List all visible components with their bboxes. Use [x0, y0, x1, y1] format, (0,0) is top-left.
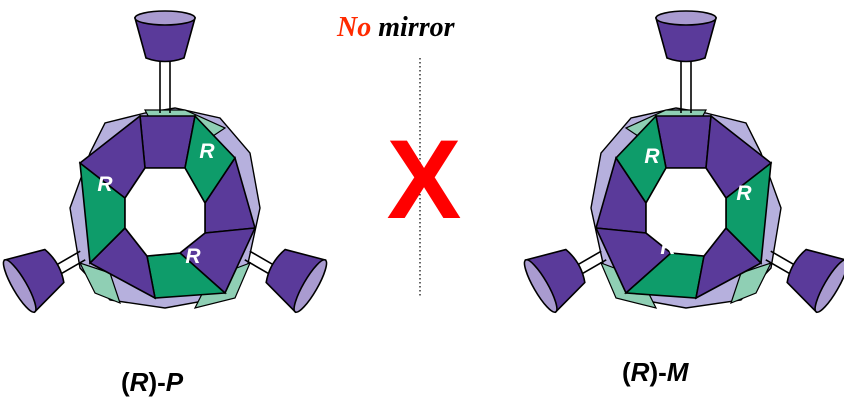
face-label-left: R [97, 173, 113, 196]
face-label-top-left: R [644, 145, 660, 168]
caption-helicity: M [666, 357, 689, 387]
caption-helicity: P [165, 367, 184, 397]
face-label-bottom: R [660, 236, 676, 259]
caption-open-paren: ( [121, 367, 130, 397]
mirror-word: mirror [378, 12, 455, 43]
left-molecule-caption: (R)-P [121, 367, 183, 398]
not-superimposable-x-mark: X [387, 117, 462, 242]
face-label-top-right: R [199, 140, 215, 163]
right-molecule: R R R [518, 10, 844, 317]
face-label-right: R [736, 182, 752, 205]
no-word: No [337, 12, 372, 43]
caption-close-dash: )- [649, 357, 667, 387]
left-molecule: R R R [0, 10, 333, 317]
right-molecule-caption: (R)-M [622, 357, 688, 388]
face-label-bottom: R [185, 245, 201, 268]
caption-config: R [630, 357, 650, 387]
mirror-label: No mirror [337, 12, 454, 44]
caption-config: R [129, 367, 149, 397]
caption-open-paren: ( [622, 357, 631, 387]
caption-close-dash: )- [148, 367, 166, 397]
